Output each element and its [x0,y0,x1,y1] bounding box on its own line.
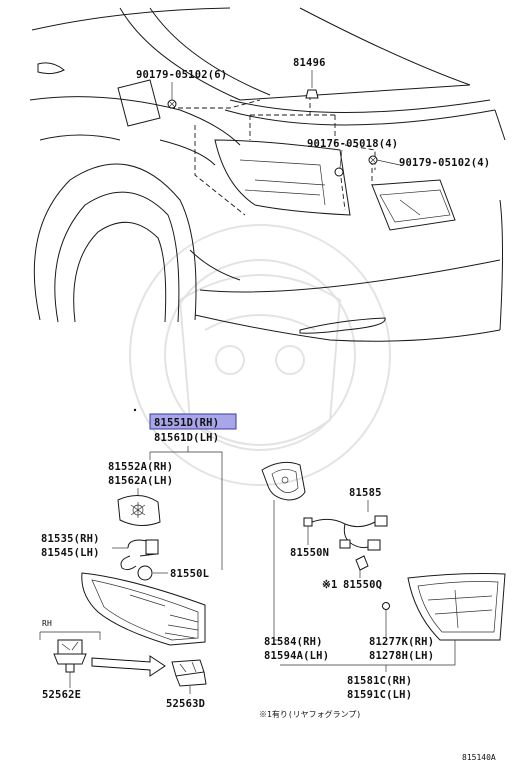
callout-bulb-q: 81550Q [343,579,382,591]
callout-socket-lh: 81562A(LH) [108,475,173,487]
bolt-marker-right [368,155,378,165]
clip-marker-top [305,89,319,99]
callout-bulb-n: 81550N [290,547,329,559]
callout-gasket-lh: 81594A(LH) [264,650,329,662]
callout-bolt-right: 90179-05102(4) [399,157,490,169]
lamp-gasket [261,461,306,501]
callout-lamp-rh[interactable]: 81551D(RH) [154,417,219,429]
callout-clip-top: 81496 [293,57,326,69]
socket-cover [117,495,161,526]
callout-retainer-rh: 81277K(RH) [369,636,434,648]
fog-lamp-right [407,573,506,641]
wire-harness-left [120,539,159,581]
callout-socket-rh: 81552A(RH) [108,461,173,473]
car-rear-body [29,7,506,342]
callout-wire: 81585 [349,487,382,499]
direction-arrow [91,655,166,677]
callout-harness-rh: 81535(RH) [41,533,100,545]
diagram-id: 815140A [462,753,496,762]
callout-clip-b: 52563D [166,698,205,710]
callout-gasket-rh: 81584(RH) [264,636,323,648]
footnote: ※1有り(リヤフォグランプ) [259,709,361,719]
bolt-marker-left [167,99,177,109]
tail-lamp-left [81,572,206,646]
callout-clip-a: 52562E [42,689,81,701]
highlight-box [149,413,237,430]
ref-dot [133,408,137,412]
callout-bulb-left: 81550L [170,568,209,580]
callout-nut-mid: 90176-05018(4) [307,138,398,150]
callout-fog-lh: 81591C(LH) [347,689,412,701]
callout-bolt-left: 90179-05102(6) [136,69,227,81]
watermark-emblem [129,224,391,486]
callout-fog-rh: 81581C(RH) [347,675,412,687]
callout-bulb-q-marker: ※1 [322,579,338,591]
callout-harness-lh: 81545(LH) [41,547,100,559]
clip-52563D [171,659,207,687]
leader-lines-top [171,70,401,169]
callout-lamp-lh: 81561D(LH) [154,432,219,444]
clip-52562E [53,639,87,673]
nut-marker-mid [334,167,344,177]
fog-wire-harness [303,515,388,551]
retainer-screw [382,602,390,610]
label-rh: RH [42,619,52,628]
callout-retainer-lh: 81278H(LH) [369,650,434,662]
fog-bulb [355,555,369,571]
